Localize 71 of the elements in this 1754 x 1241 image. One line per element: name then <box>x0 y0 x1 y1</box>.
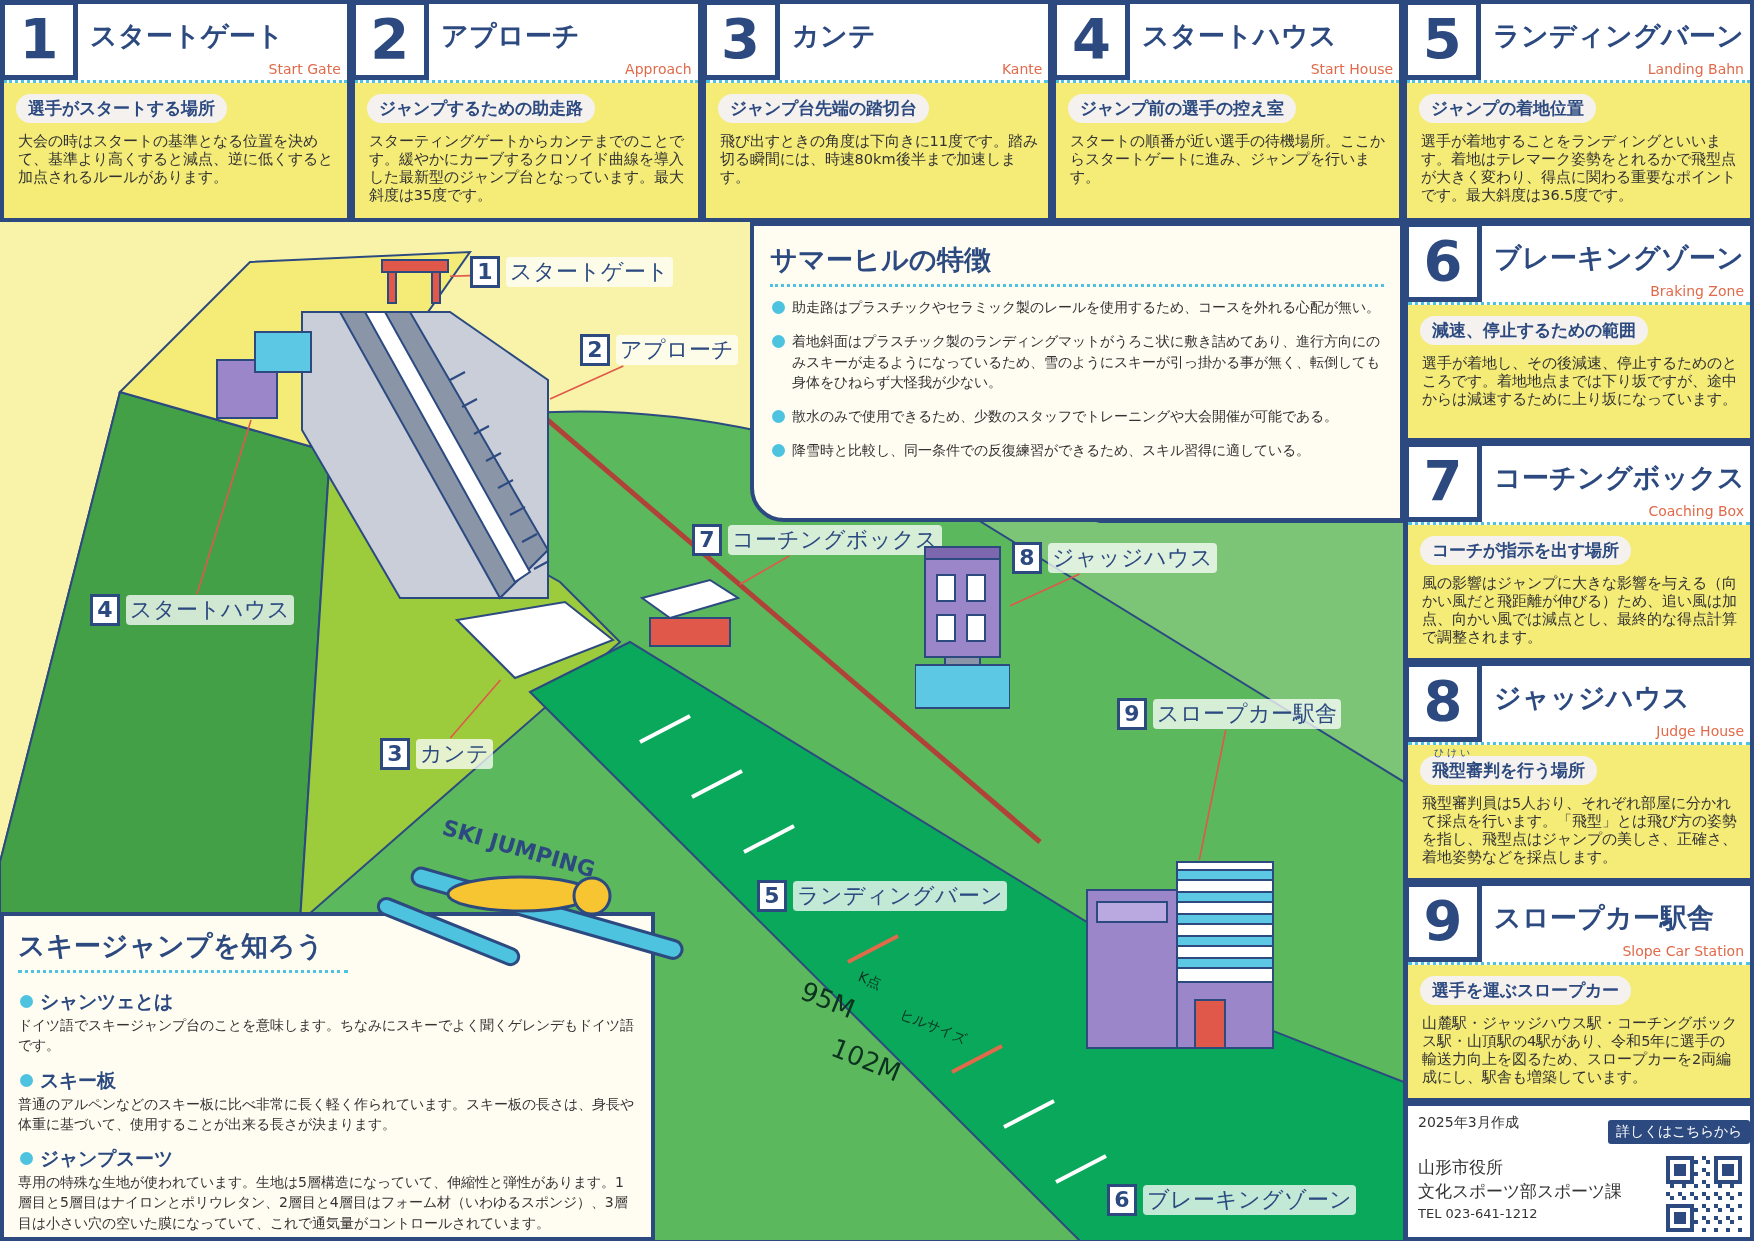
english-subtitle: Coaching Box <box>1648 503 1744 519</box>
callout-label: アプローチ <box>616 335 738 365</box>
section-heading: シャンツェとは <box>18 989 637 1015</box>
callout-label: スタートゲート <box>506 257 673 287</box>
bullet-text: 降雪時と比較し、同一条件での反復練習ができるため、スキル習得に適している。 <box>770 440 1384 461</box>
callout-number: 7 <box>692 524 722 556</box>
callout-number: 9 <box>1117 698 1147 730</box>
english-subtitle: Slope Car Station <box>1622 943 1744 959</box>
card-title: スロープカー駅舎 <box>1494 901 1714 935</box>
callout-number: 3 <box>380 738 410 770</box>
card-subheading: ジャンプ台先端の踏切台 <box>717 94 929 123</box>
english-subtitle: Braking Zone <box>1650 283 1744 299</box>
section-text: 普通のアルペンなどのスキー板に比べ非常に長く軽く作られています。スキー板の長さは、身長や体重に基づいて、使用することが出来る長さが決まります。 <box>18 1094 635 1134</box>
card-subheading: 減速、停止するための範囲 <box>1420 316 1648 345</box>
department-name: 文化スポーツ部スポーツ課 <box>1418 1180 1622 1203</box>
bullet-text: 着地斜面はプラスチック製のランディングマットがうろこ状に敷き詰めてあり、進行方向にのみスキーが走るようになっているため、雪のようにスキーが引っ掛かる事が無く、転倒しても身体をひねらず大怪我が少ない。 <box>770 331 1384 393</box>
panel-title: スキージャンプを知ろう <box>18 928 348 973</box>
english-subtitle: Start House <box>1310 61 1394 77</box>
card-title: ランディングバーン <box>1493 19 1745 53</box>
card-title: ジャッジハウス <box>1494 681 1690 715</box>
section-heading: ジャンプスーツ <box>18 1146 637 1173</box>
card-title: ブレーキングゾーン <box>1494 241 1744 275</box>
card-text: 選手が着地し、その後減速、停止するためのところです。着地地点までは下り坂ですが、途中からは減速するために上り坂になっています。 <box>1422 354 1738 409</box>
card-title: スタートハウス <box>1142 19 1338 53</box>
date-text: 2025年3月作成 <box>1418 1114 1519 1132</box>
section-text: ドイツ語でスキージャンプ台のことを意味します。ちなみにスキーでよく聞くゲレンデもドイツ語です。 <box>18 1016 635 1056</box>
callout-label: ブレーキングゾーン <box>1143 1185 1356 1215</box>
callout-number: 4 <box>90 594 120 626</box>
card-text: 飛型審判員は5人おり、それぞれ部屋に分かれて採点を行います。「飛型」とは飛び方の姿勢を指し、飛型点はジャンプの美しさ、正確さ、着地姿勢などを採点します。 <box>1422 794 1738 867</box>
section-heading: スキー板 <box>18 1067 637 1094</box>
card-text: 風の影響はジャンプに大きな影響を与える（向かい風だと飛距離が伸びる）ため、追い風は加点、向かい風では減点とし、最終的な得点計算で調整されます。 <box>1422 574 1738 647</box>
card-subheading: コーチが指示を出す場所 <box>1420 536 1631 565</box>
card-text: スターティングゲートからカンテまでのことです。緩やかにカーブするクロソイド曲線を導入した最新型のジャンプ台となっています。最大斜度は35度です。 <box>368 132 685 205</box>
link-button: 詳しくはこちらから <box>1608 1120 1750 1144</box>
card-subheading: ジャンプするための助走路 <box>366 94 595 123</box>
callout-label: ジャッジハウス <box>1048 543 1217 573</box>
english-subtitle: Kante <box>1001 61 1043 77</box>
phone-number: TEL 023-641-1212 <box>1418 1206 1538 1221</box>
card-subheading: ジャンプの着地位置 <box>1419 94 1597 123</box>
furigana: ひけい <box>1434 747 1473 758</box>
english-subtitle: Approach <box>625 61 692 77</box>
callout-label: カンテ <box>416 739 493 769</box>
callout-number: 2 <box>580 334 610 366</box>
english-subtitle: Landing Bahn <box>1647 61 1744 77</box>
card-title: カンテ <box>791 19 876 53</box>
card-subheading: 選手を運ぶスロープカー <box>1420 976 1631 1005</box>
card-text: 山麓駅・ジャッジハウス駅・コーチングボックス駅・山頂駅の4駅があり、令和5年に選手の輸送力向上を図るため、スロープカーを2両編成にし、駅舎も増築しています。 <box>1422 1014 1738 1087</box>
english-subtitle: Start Gate <box>268 61 341 77</box>
callout-number: 6 <box>1107 1184 1137 1216</box>
card-text: 大会の時はスタートの基準となる位置を決めて、基準より高くすると減点、逆に低くすると加点されるルールがあります。 <box>18 132 334 187</box>
card-title: スタートゲート <box>90 19 284 53</box>
card-text: スタートの順番が近い選手の待機場所。ここからスタートゲートに進み、ジャンプを行います。 <box>1070 132 1387 187</box>
callout-label: スタートハウス <box>126 595 294 625</box>
callout-number: 5 <box>757 880 787 912</box>
card-text: 選手が着地することをランディングといいます。着地はテレマーク姿勢をとれるかで飛型点が大きく変わり、得点に関わる重要なポイントです。最大斜度は36.5度です。 <box>1421 132 1738 205</box>
card-subheading: ジャンプ前の選手の控え室 <box>1068 94 1297 123</box>
card-title: アプローチ <box>440 19 580 53</box>
card-title: コーチングボックス <box>1494 461 1745 495</box>
office-name: 山形市役所 <box>1418 1156 1503 1179</box>
callout-label: コーチングボックス <box>728 525 942 555</box>
bullet-text: 散水のみで使用できるため、少数のスタッフでトレーニングや大会開催が可能である。 <box>770 406 1384 427</box>
callout-label: スロープカー駅舎 <box>1153 699 1341 729</box>
callout-label: ランディングバーン <box>793 881 1007 911</box>
panel-title: サマーヒルの特徴 <box>770 242 1384 287</box>
card-subheading: 選手がスタートする場所 <box>16 94 227 123</box>
english-subtitle: Judge House <box>1656 723 1744 739</box>
bullet-text: 助走路はプラスチックやセラミック製のレールを使用するため、コースを外れる心配が無い。 <box>770 297 1384 318</box>
card-text: 飛び出すときの角度は下向きに11度です。踏み切る瞬間には、時速80km後半まで加速します。 <box>719 132 1039 187</box>
section-text: 専用の特殊な生地が使われています。生地は5層構造になっていて、伸縮性と弾性があります。1層目と5層目はナイロンとポリウレタン、2層目と4層目はフォーム材（いわゆるスポンジ）、3層目は小さい穴の空いた膜になっていて、これで通気量がコントロールされています。 <box>18 1173 629 1233</box>
callout-number: 1 <box>470 256 500 288</box>
callout-number: 8 <box>1012 542 1042 574</box>
